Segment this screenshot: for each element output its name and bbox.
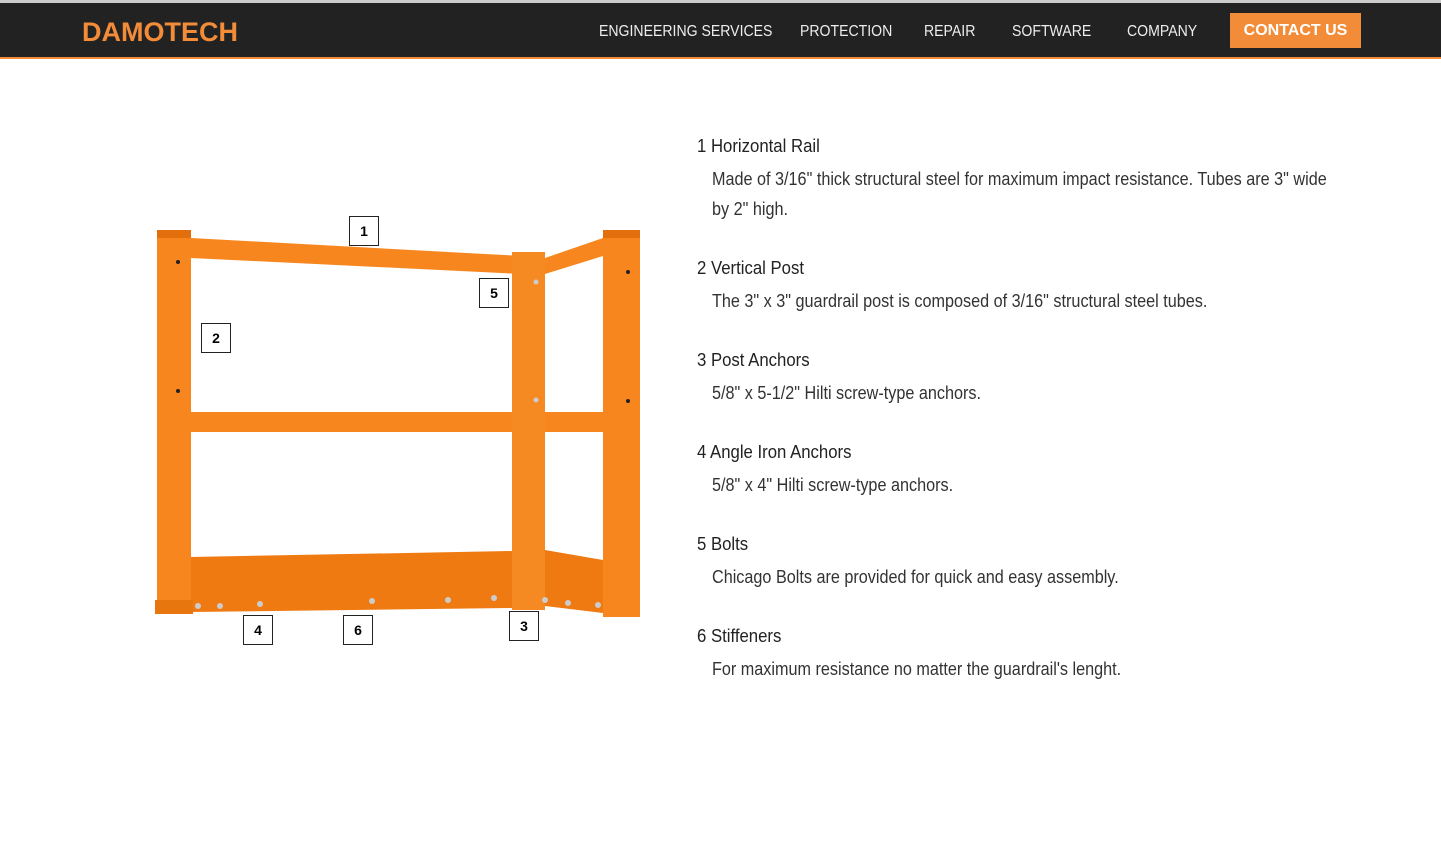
part-post-anchors: 3 Post Anchors 5/8" x 5-1/2" Hilti screw-… (697, 350, 1377, 408)
part-title: 1 Horizontal Rail (697, 136, 820, 156)
callout-3: 3 (509, 611, 539, 641)
middle-rail (191, 412, 512, 432)
nav-repair[interactable]: REPAIR (924, 23, 976, 40)
left-post (157, 230, 191, 613)
nav-engineering-services[interactable]: ENGINEERING SERVICES (599, 23, 773, 40)
part-description: 5/8" x 4" Hilti screw-type anchors. (712, 475, 954, 495)
part-description: Chicago Bolts are provided for quick and… (712, 567, 1119, 587)
right-post (603, 230, 640, 617)
part-description: Made of 3/16" thick structural steel for… (712, 169, 1327, 219)
site-header: DAMOTECH ENGINEERING SERVICES PROTECTION… (0, 0, 1441, 59)
part-title: 6 Stiffeners (697, 626, 782, 646)
guardrail-image (155, 230, 640, 617)
callout-6: 6 (343, 615, 373, 645)
nav-protection[interactable]: PROTECTION (800, 23, 893, 40)
part-angle-iron-anchors: 4 Angle Iron Anchors 5/8" x 4" Hilti scre… (697, 442, 1377, 500)
part-title: 4 Angle Iron Anchors (697, 442, 852, 462)
callout-2: 2 (201, 323, 231, 353)
callout-4: 4 (243, 615, 273, 645)
right-top-rail (545, 238, 603, 274)
part-description: For maximum resistance no matter the gua… (712, 659, 1122, 679)
logo[interactable]: DAMOTECH (82, 17, 238, 47)
callout-5: 5 (479, 278, 509, 308)
center-post (512, 252, 545, 610)
part-description: The 3" x 3" guardrail post is composed o… (712, 291, 1208, 311)
part-description: 5/8" x 5-1/2" Hilti screw-type anchors. (712, 383, 982, 403)
part-title: 3 Post Anchors (697, 350, 810, 370)
nav-company[interactable]: COMPANY (1127, 23, 1198, 40)
top-rail (191, 238, 522, 274)
nav-software[interactable]: SOFTWARE (1012, 23, 1092, 40)
part-title: 2 Vertical Post (697, 258, 805, 278)
bottom-panel (190, 551, 512, 612)
contact-us-button[interactable]: CONTACT US (1230, 13, 1361, 48)
part-title: 5 Bolts (697, 534, 749, 554)
callout-1: 1 (349, 216, 379, 246)
